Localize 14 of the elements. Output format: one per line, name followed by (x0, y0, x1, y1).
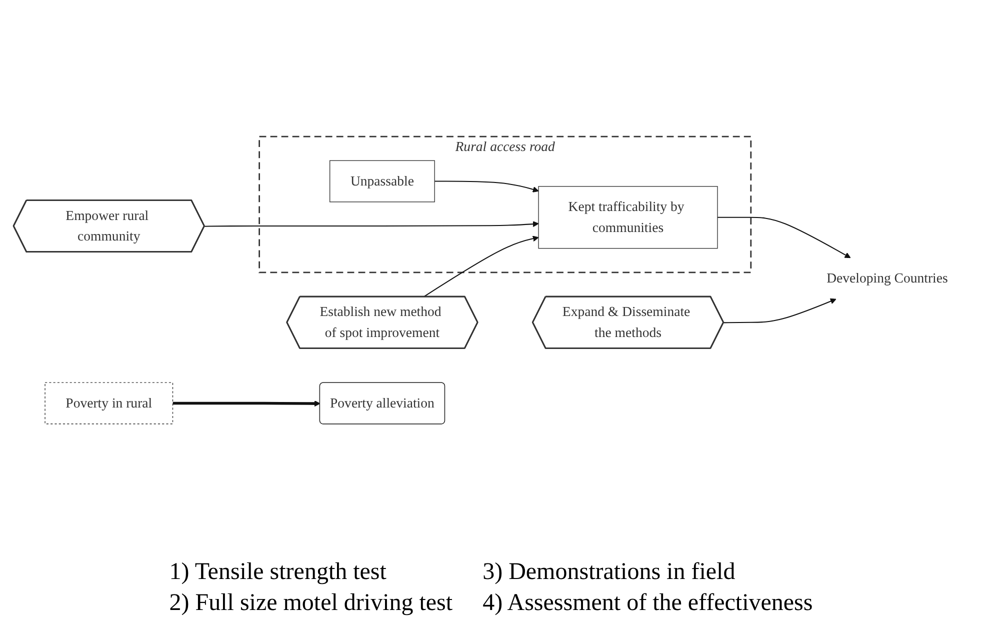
note-text: 4) Assessment of the effectiveness (482, 590, 813, 617)
note-text: 2) Full size motel driving test (169, 590, 453, 617)
arrow (724, 298, 836, 324)
arrow (434, 181, 539, 193)
arrow (717, 217, 851, 258)
node-text: Developing Countries (826, 271, 948, 286)
note-text: 1) Tensile strength test (169, 559, 388, 586)
node-box: Poverty in rural (44, 382, 174, 425)
arrow (172, 400, 320, 407)
arrow (423, 236, 539, 298)
node-box: Kept trafficability by communities (538, 186, 718, 249)
node-box: Unpassable (329, 160, 435, 203)
note-text: 3) Demonstrations in field (482, 559, 736, 586)
arrow (204, 221, 539, 228)
